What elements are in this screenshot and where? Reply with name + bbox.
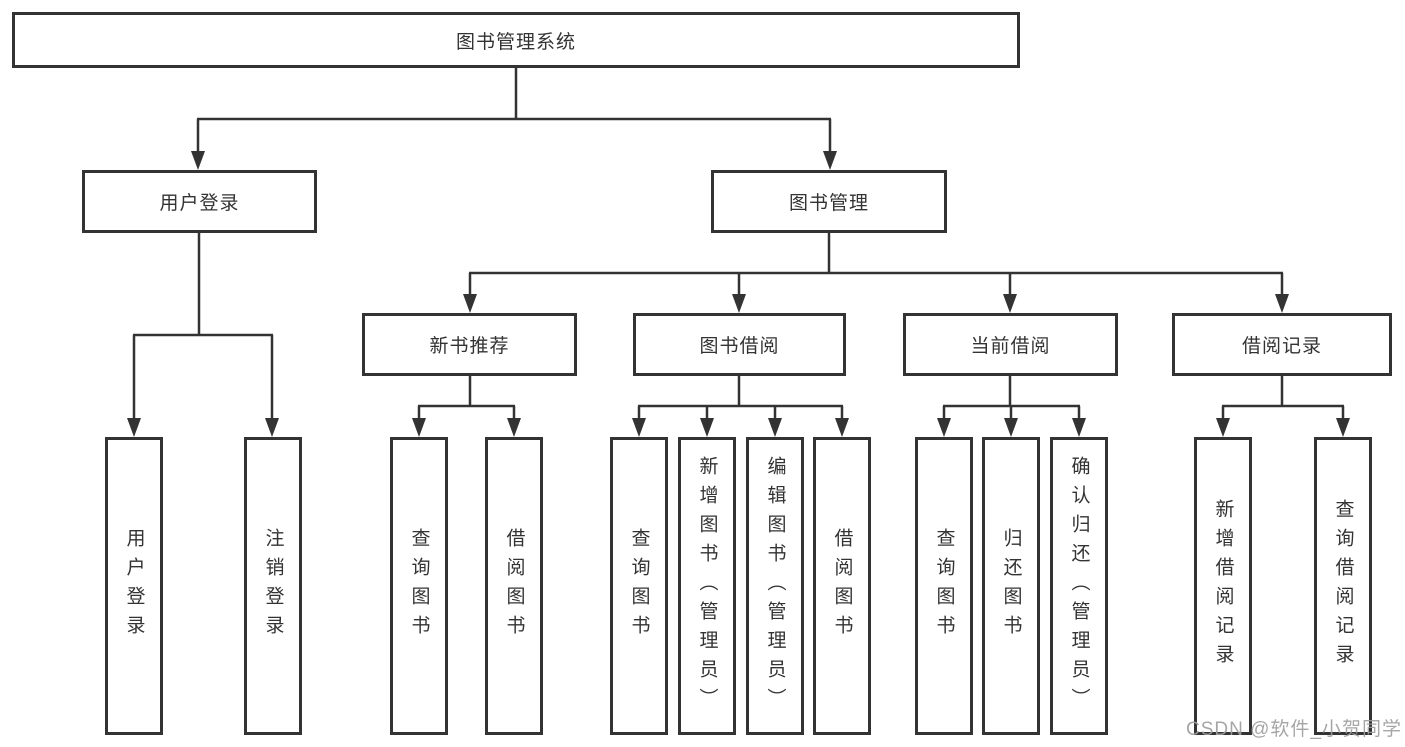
leaf-query-borrow-record: 查询借阅记录: [1314, 437, 1372, 735]
node-borrow-records-label: 借阅记录: [1241, 336, 1322, 357]
leaf-query-books-1: 查询图书: [390, 437, 448, 735]
leaf-return-books-label: 归还图书: [1000, 528, 1022, 644]
csdn-watermark: CSDN @软件_小贺同学: [1186, 719, 1402, 740]
node-user-login-branch-label: 用户登录: [159, 193, 240, 214]
node-book-borrow-label: 图书借阅: [699, 336, 780, 357]
leaf-edit-books-admin-label: 编辑图书（管理员）: [764, 455, 786, 717]
leaf-borrow-books-2: 借阅图书: [813, 437, 871, 735]
leaf-add-borrow-record: 新增借阅记录: [1194, 437, 1252, 735]
leaf-logout: 注销登录: [244, 437, 302, 735]
leaf-borrow-books-2-label: 借阅图书: [831, 528, 853, 644]
node-new-book-recommend: 新书推荐: [362, 313, 577, 376]
leaf-confirm-return-admin: 确认归还（管理员）: [1050, 437, 1108, 735]
leaf-user-login-label: 用户登录: [123, 528, 145, 644]
leaf-user-login: 用户登录: [105, 437, 163, 735]
leaf-query-books-2-label: 查询图书: [628, 528, 650, 644]
node-book-borrow: 图书借阅: [633, 313, 846, 376]
node-user-login-branch: 用户登录: [82, 170, 317, 233]
leaf-confirm-return-admin-label: 确认归还（管理员）: [1068, 455, 1090, 717]
leaf-edit-books-admin: 编辑图书（管理员）: [746, 437, 804, 735]
leaf-query-books-1-label: 查询图书: [408, 528, 430, 644]
leaf-add-books-admin: 新增图书（管理员）: [678, 437, 736, 735]
leaf-query-books-2: 查询图书: [610, 437, 668, 735]
node-current-borrow: 当前借阅: [903, 313, 1118, 376]
leaf-borrow-books-1-label: 借阅图书: [503, 528, 525, 644]
node-new-book-recommend-label: 新书推荐: [429, 336, 510, 357]
leaf-query-books-3-label: 查询图书: [933, 528, 955, 644]
node-current-borrow-label: 当前借阅: [970, 336, 1051, 357]
node-borrow-records: 借阅记录: [1172, 313, 1392, 376]
leaf-add-borrow-record-label: 新增借阅记录: [1212, 499, 1234, 673]
arrowhead-icons: [127, 151, 1350, 437]
leaf-borrow-books-1: 借阅图书: [485, 437, 543, 735]
node-root-label: 图书管理系统: [455, 31, 576, 53]
leaf-query-books-3: 查询图书: [915, 437, 973, 735]
node-book-management: 图书管理: [711, 170, 947, 233]
leaf-add-books-admin-label: 新增图书（管理员）: [696, 455, 718, 717]
leaf-query-borrow-record-label: 查询借阅记录: [1332, 499, 1354, 673]
leaf-logout-label: 注销登录: [262, 528, 284, 644]
node-book-management-label: 图书管理: [788, 193, 869, 214]
node-root-system: 图书管理系统: [12, 12, 1020, 68]
leaf-return-books: 归还图书: [982, 437, 1040, 735]
